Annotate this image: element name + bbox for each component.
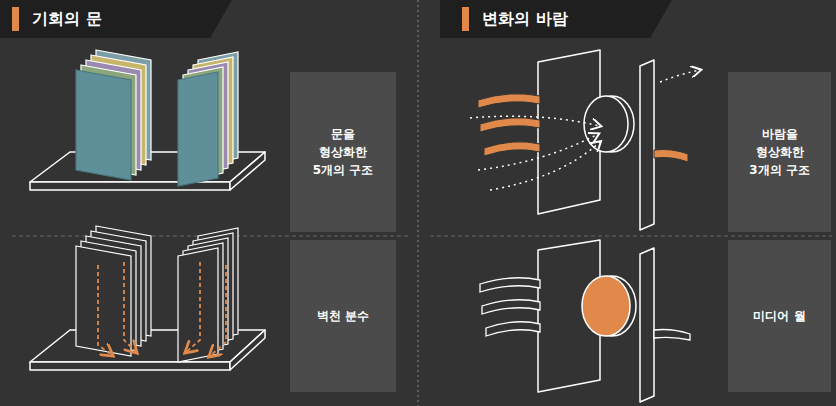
door-panel: [178, 72, 218, 186]
header-bar: 기회의 문: [0, 0, 232, 38]
section-title: 기회의 문: [32, 9, 102, 30]
label-panel: 벽천 분수: [290, 240, 396, 392]
panel-label: 문을 형상화한 5개의 구조: [311, 125, 375, 179]
label-panel: 바람을 형상화한 3개의 구조: [728, 72, 831, 232]
label-panel: 문을 형상화한 5개의 구조: [290, 72, 396, 232]
section-title: 변화의 바람: [482, 9, 568, 30]
door-panel: [76, 246, 131, 356]
door-panel: [178, 248, 218, 362]
panel-label: 바람을 형상화한 3개의 구조: [748, 125, 812, 179]
panel-label: 벽천 분수: [311, 307, 375, 325]
door-panel: [76, 70, 131, 180]
label-panel: 미디어 월: [728, 240, 831, 392]
panel-label: 미디어 월: [748, 307, 812, 325]
header-bar: 변화의 바람: [440, 0, 672, 38]
